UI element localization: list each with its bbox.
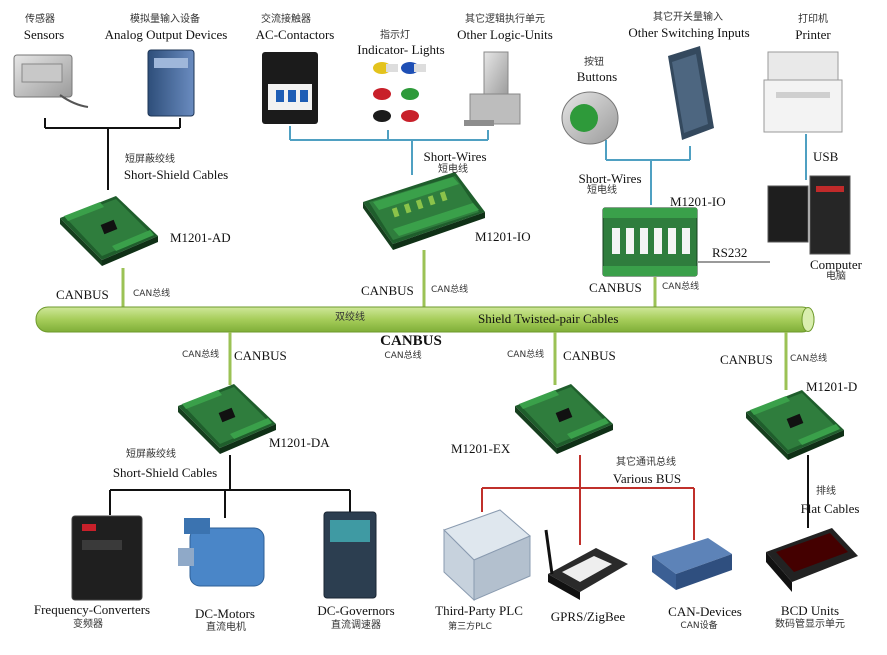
module-m1201-ex bbox=[515, 384, 613, 454]
analog-output-device bbox=[147, 49, 195, 117]
printer-device bbox=[763, 51, 843, 133]
canbus-label-io2-en: CANBUS bbox=[589, 280, 642, 295]
bus-cable-en: Shield Twisted-pair Cables bbox=[478, 311, 619, 326]
canbus-label-io2-zh: CAN总线 bbox=[662, 282, 700, 292]
third-party-plc-device bbox=[443, 509, 531, 602]
module-m1201-io-2 bbox=[602, 207, 698, 277]
flat-cables-zh: 排线 bbox=[816, 486, 836, 497]
can-devices-label-zh: CAN设备 bbox=[680, 621, 718, 631]
lights-label-zh: 指示灯 bbox=[380, 30, 410, 41]
bus-title: CANBUS bbox=[380, 333, 442, 349]
module-label-ad: M1201-AD bbox=[170, 230, 231, 245]
lights-label-en: Indicator- Lights bbox=[357, 42, 445, 57]
sensors-label-zh: 传感器 bbox=[25, 14, 55, 25]
short-shield-cables-bottom bbox=[109, 455, 351, 518]
contactors-label-en: AC-Contactors bbox=[255, 27, 335, 42]
short-wires-io1-zh: 短电线 bbox=[438, 164, 468, 175]
short-wires-io2-en: Short-Wires bbox=[578, 171, 642, 186]
printer-label-zh: 打印机 bbox=[798, 14, 828, 25]
contactors-label-zh: 交流接触器 bbox=[261, 14, 311, 25]
usb-label: USB bbox=[813, 149, 839, 164]
analog-label-en: Analog Output Devices bbox=[104, 27, 228, 42]
indicator-lights bbox=[373, 62, 426, 122]
canbus-label-da-en: CANBUS bbox=[234, 348, 287, 363]
buttons-label-en: Buttons bbox=[576, 69, 618, 84]
canbus-label-ex-en: CANBUS bbox=[563, 348, 616, 363]
button-device bbox=[561, 91, 619, 145]
module-m1201-d bbox=[746, 390, 844, 460]
plc-label-en: Third-Party PLC bbox=[435, 603, 523, 618]
canbus-label-d-en: CANBUS bbox=[720, 352, 773, 367]
bcd-unit-device bbox=[766, 528, 858, 592]
short-wires-io2 bbox=[605, 140, 691, 205]
frequency-converter-device bbox=[71, 515, 143, 601]
canbus-label-ad-en: CANBUS bbox=[56, 287, 109, 302]
gprs-label: GPRS/ZigBee bbox=[550, 609, 626, 624]
logic-label-zh: 其它逻辑执行单元 bbox=[465, 14, 545, 25]
bcd-label-zh: 数码管显示单元 bbox=[775, 619, 845, 630]
bus-title-zh: CAN总线 bbox=[384, 351, 422, 361]
dc-governor-device bbox=[323, 511, 377, 599]
ac-contactor-device bbox=[262, 52, 318, 124]
printer-label-en: Printer bbox=[795, 27, 831, 42]
canbus-trunk bbox=[35, 306, 815, 333]
various-bus-en: Various BUS bbox=[612, 471, 682, 486]
motors-label-zh: 直流电机 bbox=[206, 622, 246, 633]
canbus-label-da-zh: CAN总线 bbox=[182, 350, 220, 360]
short-shield-bottom-en: Short-Shield Cables bbox=[112, 465, 218, 480]
logic-label-en: Other Logic-Units bbox=[457, 27, 553, 42]
short-shield-bottom-zh: 短屏蔽绞线 bbox=[126, 449, 176, 460]
canbus-label-io1-en: CANBUS bbox=[361, 283, 414, 298]
buttons-label-zh: 按钮 bbox=[584, 57, 604, 68]
governors-label-en: DC-Governors bbox=[317, 603, 395, 618]
module-label-io2: M1201-IO bbox=[670, 194, 726, 209]
dc-motor-device bbox=[178, 518, 265, 587]
motors-label-en: DC-Motors bbox=[195, 606, 255, 621]
sensor-device bbox=[13, 54, 89, 108]
plc-label-zh: 第三方PLC bbox=[448, 622, 492, 632]
freq-label-en: Frequency-Converters bbox=[33, 602, 151, 617]
short-wires-io1-en: Short-Wires bbox=[423, 149, 487, 164]
computer-device bbox=[767, 175, 851, 255]
module-label-ex: M1201-EX bbox=[451, 441, 511, 456]
various-bus-cables bbox=[481, 455, 695, 545]
flat-cables-en: Flat Cables bbox=[800, 501, 860, 516]
can-devices-label-en: CAN-Devices bbox=[668, 604, 742, 619]
short-wires-io1 bbox=[289, 126, 489, 175]
bus-drops-top bbox=[121, 250, 657, 307]
module-m1201-da bbox=[178, 384, 276, 454]
rs232-label: RS232 bbox=[712, 245, 748, 260]
computer-label-en: Computer bbox=[810, 257, 862, 272]
sensors-label-en: Sensors bbox=[23, 27, 65, 42]
bus-cable-zh: 双绞线 bbox=[335, 312, 365, 323]
canbus-label-ad-zh: CAN总线 bbox=[133, 289, 171, 299]
switching-input-device bbox=[668, 46, 714, 140]
bus-drops-bottom bbox=[228, 332, 788, 390]
module-m1201-ad bbox=[60, 196, 158, 266]
can-device bbox=[652, 538, 732, 590]
canbus-label-io1-zh: CAN总线 bbox=[431, 285, 469, 295]
short-wires-io2-zh: 短电线 bbox=[587, 185, 617, 196]
short-shield-cables-top bbox=[44, 118, 181, 190]
logic-unit-device bbox=[464, 51, 521, 126]
short-shield-top-zh: 短屏蔽绞线 bbox=[125, 154, 175, 165]
short-shield-top-en: Short-Shield Cables bbox=[123, 167, 229, 182]
various-bus-zh: 其它通讯总线 bbox=[616, 457, 676, 468]
computer-label-zh: 电脑 bbox=[826, 271, 846, 282]
switching-label-en: Other Switching Inputs bbox=[628, 25, 750, 40]
governors-label-zh: 直流调速器 bbox=[331, 620, 381, 631]
module-m1201-io-1 bbox=[363, 172, 485, 250]
gprs-zigbee-device bbox=[544, 529, 628, 600]
bcd-label-en: BCD Units bbox=[780, 603, 840, 618]
module-label-da: M1201-DA bbox=[269, 435, 330, 450]
switching-label-zh: 其它开关量输入 bbox=[653, 12, 723, 23]
module-label-d: M1201-D bbox=[806, 379, 858, 394]
canbus-label-ex-zh: CAN总线 bbox=[507, 350, 545, 360]
module-label-io1: M1201-IO bbox=[475, 229, 531, 244]
freq-label-zh: 变频器 bbox=[73, 619, 103, 630]
canbus-label-d-zh: CAN总线 bbox=[790, 354, 828, 364]
analog-label-zh: 模拟量输入设备 bbox=[130, 14, 200, 25]
